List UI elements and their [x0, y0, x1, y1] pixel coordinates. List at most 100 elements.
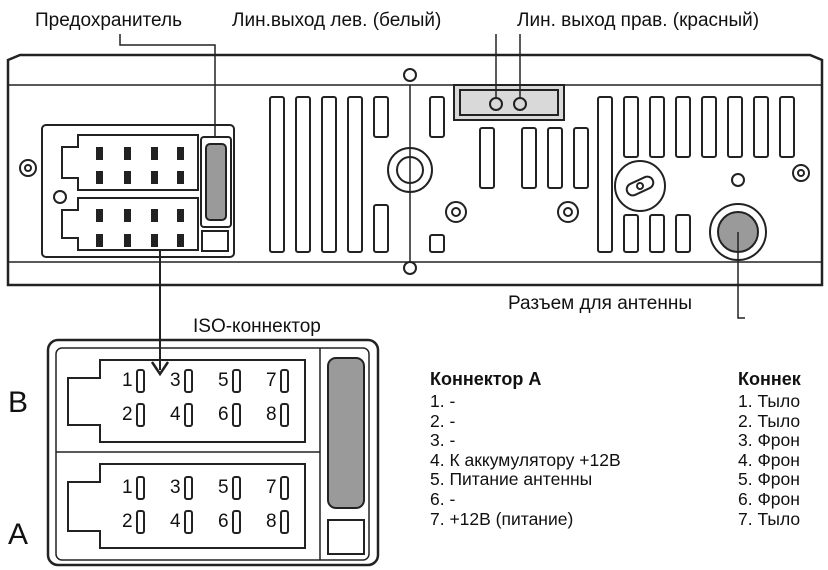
- vent-slot: [295, 96, 311, 253]
- vent-slots-right: [479, 96, 795, 253]
- iso-pin: [136, 369, 145, 393]
- mount-screw-right-inner: [797, 169, 805, 177]
- connector-a-item: 4. К аккумулятору +12В: [430, 449, 621, 470]
- leader-antenna: [737, 232, 745, 319]
- iso-pin: [184, 476, 193, 500]
- vent-slot: [373, 204, 389, 253]
- pin-number: 4: [170, 511, 181, 532]
- iso-pin: [280, 403, 289, 427]
- connector-b-legend: Коннек 1. Тыло 2. Тыло 3. Фрон 4. Фрон 5…: [738, 368, 828, 529]
- socket-pin: [96, 171, 103, 184]
- screw-center-left: [445, 201, 467, 223]
- socket-pin: [177, 171, 184, 184]
- vent-slot: [675, 214, 691, 253]
- row-letter-a: A: [8, 518, 29, 551]
- iso-pins: [96, 147, 289, 534]
- vent-slots-left: [269, 96, 445, 253]
- mount-screw-left-2: [53, 190, 67, 204]
- leader-fuse: [119, 34, 216, 137]
- pin-number: 6: [218, 404, 229, 425]
- vent-slot: [623, 214, 639, 253]
- iso-pin: [136, 510, 145, 534]
- pin-number: 5: [218, 477, 229, 498]
- connector-a-item: 7. +12В (питание): [430, 508, 574, 529]
- label-antenna: Разъем для антенны: [508, 293, 692, 314]
- pin-number: 4: [170, 404, 181, 425]
- pin-number: 3: [170, 477, 181, 498]
- vent-slot: [429, 96, 445, 138]
- vent-slot: [727, 96, 743, 158]
- label-iso: ISO-коннектор: [193, 316, 321, 337]
- center-knob-inner: [396, 156, 424, 184]
- vent-slot: [623, 96, 639, 158]
- iso-pin: [280, 510, 289, 534]
- pin-number: 5: [218, 370, 229, 391]
- screw-center-right-inner: [563, 207, 573, 217]
- connector-a-title: Коннектор А: [430, 369, 542, 389]
- center-screw-top: [403, 68, 417, 82]
- connector-b-item: 7. Тыло: [738, 508, 801, 529]
- fuse-small-box: [201, 230, 229, 252]
- connector-b-item: 5. Фрон: [738, 469, 800, 490]
- iso-pin: [184, 510, 193, 534]
- iso-socket-lower: [61, 197, 199, 251]
- vent-slot: [429, 234, 445, 253]
- socket-pin: [124, 147, 131, 160]
- connector-a-item: 5. Питание антенны: [430, 469, 593, 490]
- socket-pin: [151, 171, 158, 184]
- connector-b-item: 4. Фрон: [738, 449, 800, 470]
- socket-pin: [124, 234, 131, 247]
- pin-number: 8: [266, 404, 277, 425]
- pin-number: 1: [122, 370, 133, 391]
- center-knob-outer: [387, 147, 433, 193]
- socket-pin: [151, 209, 158, 222]
- iso-b-body: [67, 359, 306, 443]
- vent-slot: [347, 96, 363, 253]
- iso-arrow-head: [150, 361, 170, 377]
- mount-screw-left-inner: [24, 164, 32, 172]
- vent-slot: [269, 96, 285, 253]
- fuse: [205, 143, 227, 221]
- mount-screw-right: [792, 164, 810, 182]
- label-line-out-left: Лин.выход лев. (белый): [232, 10, 442, 31]
- label-line-out-right: Лин. выход прав. (красный): [517, 10, 760, 31]
- label-fuse: Предохранитель: [35, 10, 182, 31]
- screw-center-left-inner: [451, 207, 461, 217]
- vent-slot: [649, 214, 665, 253]
- iso-pin: [184, 369, 193, 393]
- iso-pin: [280, 476, 289, 500]
- vent-slot: [573, 127, 589, 189]
- center-screw-bottom: [403, 261, 417, 275]
- connector-b-item: 1. Тыло: [738, 391, 801, 411]
- pin-number: 6: [218, 511, 229, 532]
- iso-pin: [232, 403, 241, 427]
- socket-pin: [124, 209, 131, 222]
- socket-pin: [177, 209, 184, 222]
- iso-enlarged-small-box: [327, 519, 365, 555]
- socket-pin: [124, 171, 131, 184]
- screw-center-right: [557, 201, 579, 223]
- vent-slot: [521, 127, 537, 189]
- socket-pin: [151, 234, 158, 247]
- iso-socket-upper: [61, 134, 199, 191]
- connector-a-item: 1. -: [430, 391, 456, 411]
- socket-pin: [96, 147, 103, 160]
- vent-slot: [597, 96, 613, 253]
- connector-b-title: Коннек: [738, 369, 801, 389]
- socket-pin: [177, 147, 184, 160]
- iso-pin: [280, 369, 289, 393]
- vent-slot: [321, 96, 337, 253]
- connector-a-legend: Коннектор А 1. - 2. - 3. - 4. К аккумуля…: [430, 368, 621, 529]
- pin-number: 7: [266, 477, 277, 498]
- mount-screw-left: [19, 159, 37, 177]
- vent-slot: [479, 127, 495, 189]
- connector-a-item: 3. -: [430, 430, 456, 451]
- fuse-holder: [200, 136, 232, 228]
- vent-slot: [701, 96, 717, 158]
- iso-pin: [136, 476, 145, 500]
- pin-number: 8: [266, 511, 277, 532]
- iso-pin: [232, 510, 241, 534]
- row-letter-b: B: [8, 386, 29, 419]
